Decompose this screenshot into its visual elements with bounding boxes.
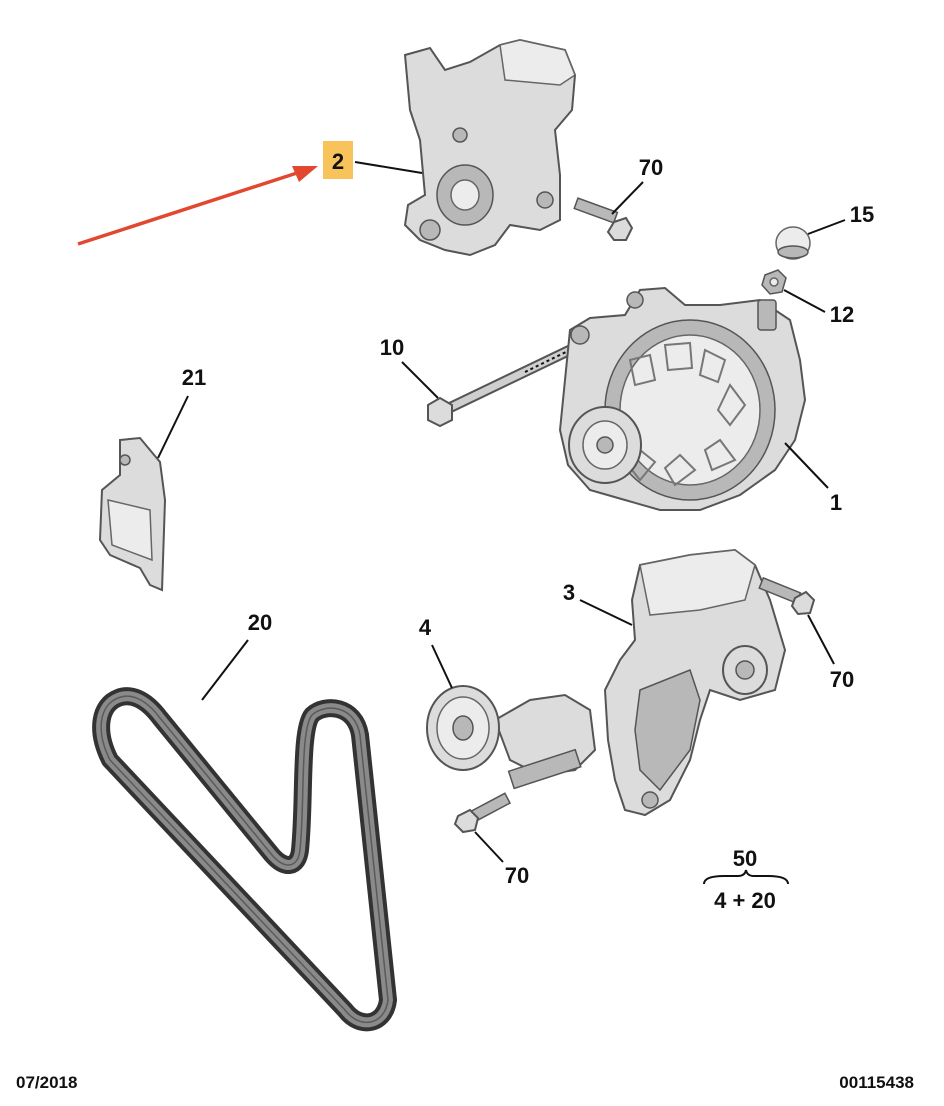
callout-70-bottom[interactable]: 70 bbox=[505, 863, 529, 888]
part-1-alternator[interactable] bbox=[558, 286, 807, 511]
callout-10-leader bbox=[401, 361, 439, 399]
footer-reference: 00115438 bbox=[839, 1073, 914, 1092]
callout-70-right-leader bbox=[807, 614, 835, 665]
callout-3-leader bbox=[579, 599, 633, 626]
callout-10[interactable]: 10 bbox=[380, 335, 404, 360]
part-2-bracket[interactable] bbox=[403, 38, 577, 257]
callout-12[interactable]: 12 bbox=[830, 302, 854, 327]
callout-70-bottom-leader bbox=[474, 831, 504, 863]
callout-15[interactable]: 15 bbox=[850, 202, 874, 227]
callout-2-leader bbox=[354, 161, 423, 174]
callout-2[interactable]: 2 bbox=[332, 149, 344, 174]
callout-21[interactable]: 21 bbox=[182, 365, 206, 390]
callout-10-dash-line bbox=[524, 349, 571, 373]
part-21-heat-shield[interactable] bbox=[98, 436, 167, 592]
callout-15-leader bbox=[807, 219, 846, 235]
callout-70-top-leader bbox=[611, 181, 644, 215]
part-12-nut[interactable] bbox=[761, 269, 787, 295]
callout-21-leader bbox=[157, 395, 189, 459]
red-arrow-icon bbox=[77, 166, 318, 246]
part-4-tensioner[interactable] bbox=[426, 685, 597, 790]
callout-3[interactable]: 3 bbox=[563, 580, 575, 605]
callout-2-highlight-box bbox=[323, 141, 353, 179]
callout-4[interactable]: 4 bbox=[419, 615, 432, 640]
callout-70-top[interactable]: 70 bbox=[639, 155, 663, 180]
footer-date: 07/2018 bbox=[16, 1073, 77, 1092]
part-15-cap[interactable] bbox=[775, 226, 811, 260]
callout-12-leader bbox=[783, 289, 826, 313]
callout-20-leader bbox=[201, 639, 249, 701]
callout-70-right[interactable]: 70 bbox=[830, 667, 854, 692]
part-70-bolt-top[interactable] bbox=[573, 197, 634, 241]
callout-1[interactable]: 1 bbox=[830, 490, 842, 515]
part-70-bolt-bottom[interactable] bbox=[453, 792, 512, 834]
kit-50-contents: 4 + 20 bbox=[714, 888, 776, 913]
callout-1-leader bbox=[784, 442, 829, 489]
callout-50[interactable]: 50 bbox=[733, 846, 757, 871]
callout-20[interactable]: 20 bbox=[248, 610, 272, 635]
part-3-tensioner-bracket[interactable] bbox=[603, 548, 787, 817]
callout-4-leader bbox=[431, 644, 453, 689]
kit-brace bbox=[703, 869, 789, 885]
part-20-drive-belt[interactable] bbox=[92, 687, 397, 1032]
part-70-bolt-right[interactable] bbox=[758, 576, 816, 616]
